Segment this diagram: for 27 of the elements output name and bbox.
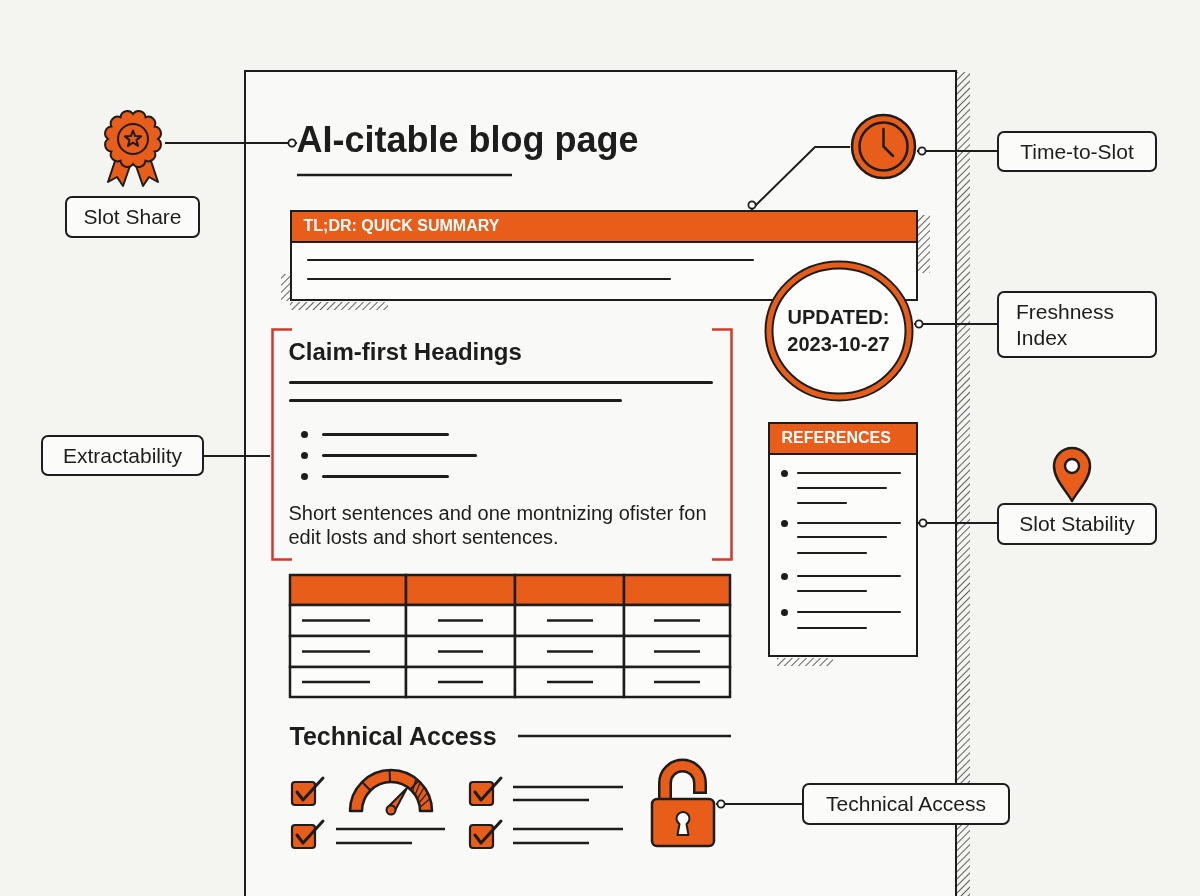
bracketed-section [269, 327, 734, 561]
references-header: REFERENCES [769, 423, 916, 455]
date-stamp-text: UPDATED: 2023-10-27 [786, 304, 891, 357]
leader-line [164, 138, 298, 148]
metric-label: Freshness Index [997, 291, 1157, 358]
leader-line [916, 146, 998, 156]
clock-icon [849, 112, 917, 180]
metric-label: Slot Share [65, 196, 200, 238]
leader-line [917, 518, 998, 528]
summary-header: TL;DR: QUICK SUMMARY [291, 211, 916, 243]
date-stamp-circle [763, 259, 914, 402]
rosette-badge-icon [101, 108, 165, 188]
metric-label: Technical Access [802, 783, 1010, 825]
leader-line [203, 455, 271, 457]
metric-label: Extractability [41, 435, 204, 476]
section-heading: Claim-first Headings [288, 337, 522, 366]
leader-line [913, 319, 998, 329]
section-heading: Technical Access [289, 721, 497, 751]
leader-line [715, 799, 803, 809]
summary-card [289, 209, 918, 301]
references-card [767, 421, 918, 657]
metric-label: Time-to-Slot [997, 131, 1157, 172]
section-paragraph: Short sentences and one montnizing ofister fon edit losts and short sentences. [288, 500, 708, 549]
page-title: AI-citable blog page [296, 118, 657, 161]
leader-line [747, 146, 851, 211]
padlock-icon [649, 757, 716, 848]
metric-label: Slot Stability [997, 503, 1157, 545]
